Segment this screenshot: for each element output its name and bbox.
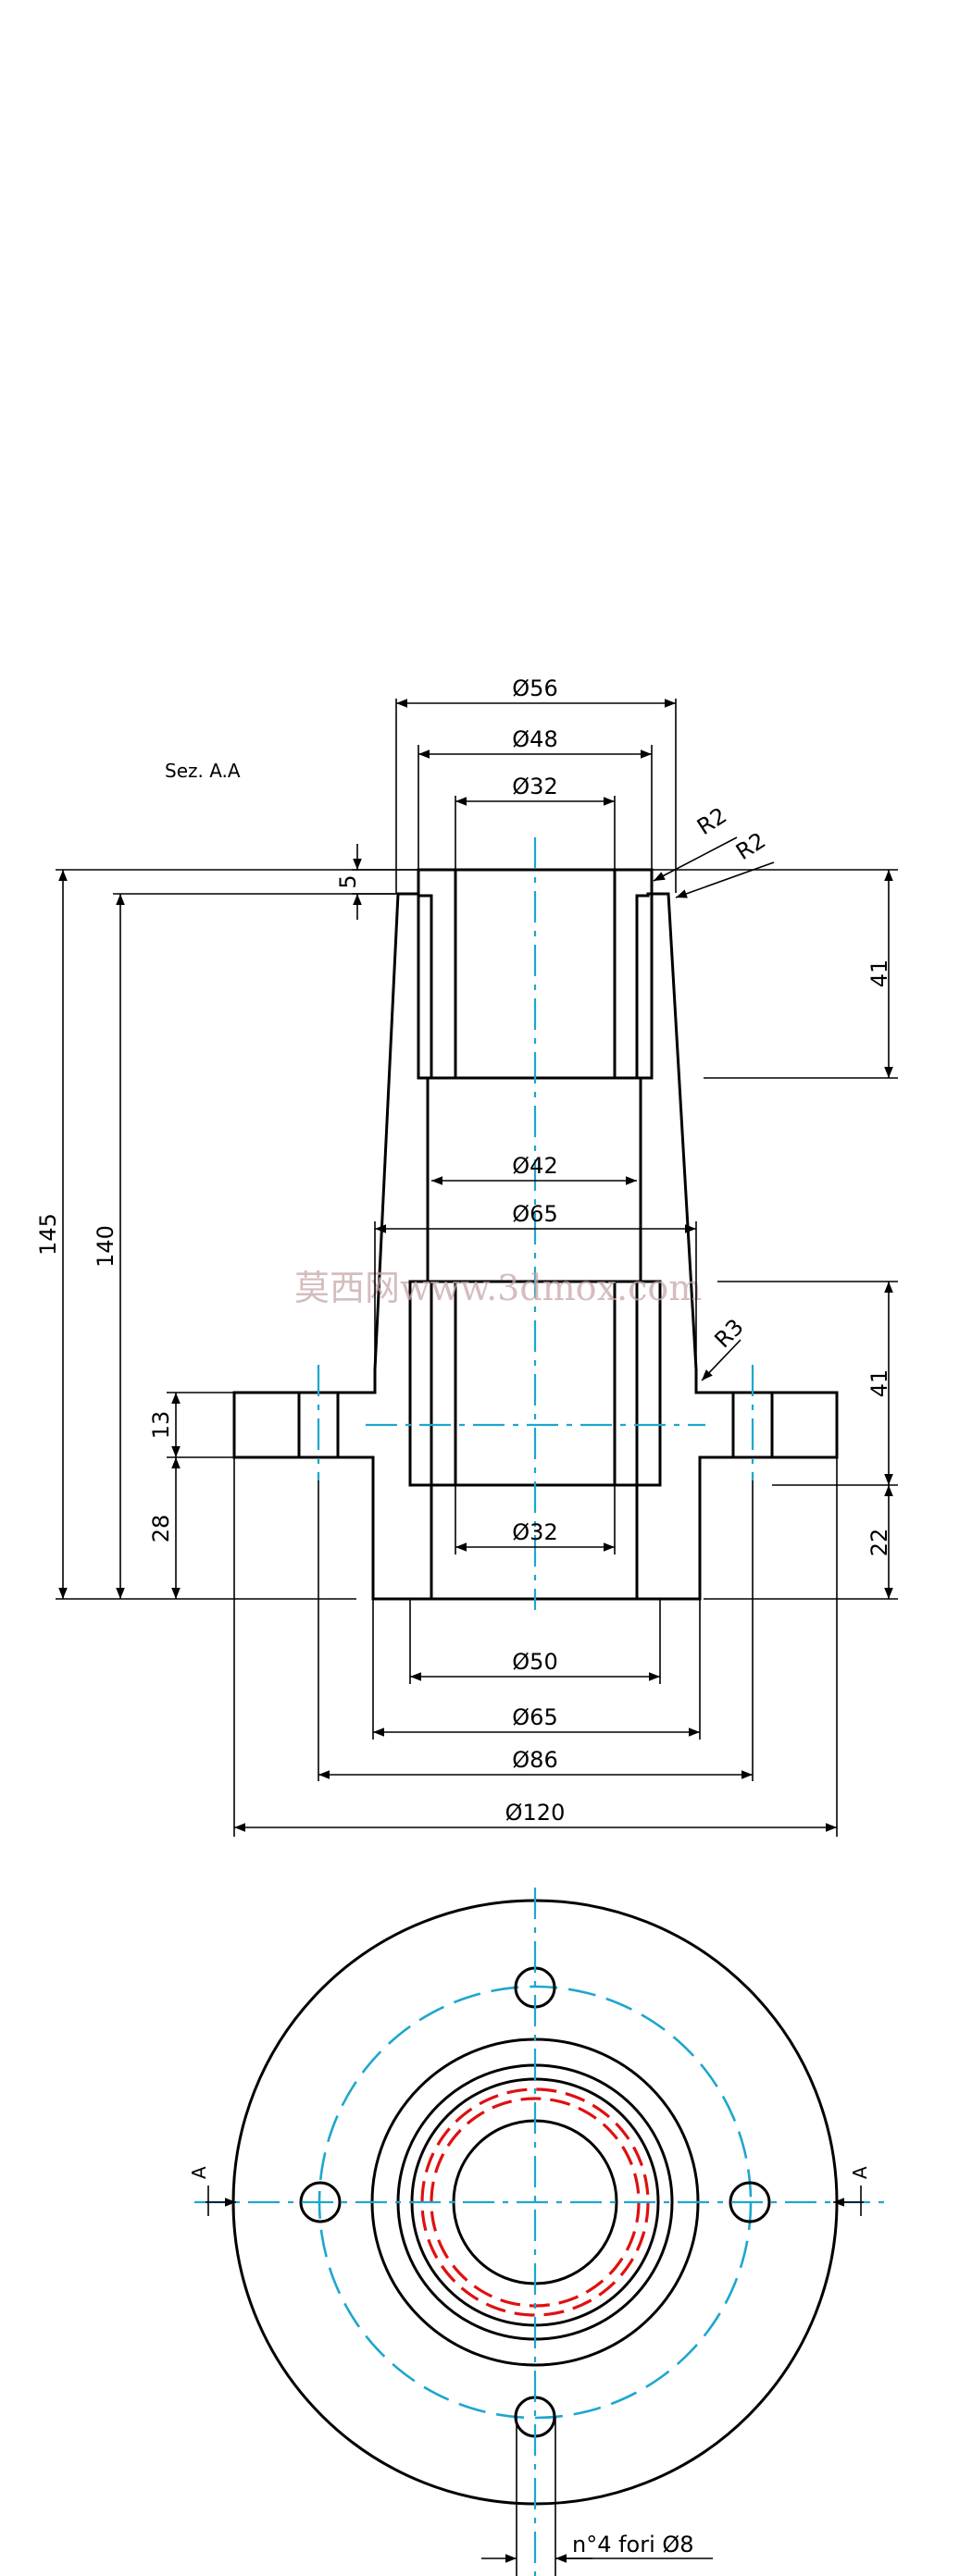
dim-d50: Ø50 bbox=[512, 1649, 557, 1675]
section-marker-left: A bbox=[188, 2166, 210, 2179]
housing-left-section bbox=[336, 892, 433, 1601]
dim-d56: Ø56 bbox=[512, 675, 557, 701]
flange-right bbox=[770, 1391, 839, 1459]
bushing-top-left bbox=[417, 868, 457, 1080]
dim-h41-bottom: 41 bbox=[866, 1369, 892, 1398]
dim-h145: 145 bbox=[35, 1213, 61, 1256]
dim-r2-a: R2 bbox=[692, 802, 731, 840]
watermark: 莫西网www.3dmox.com bbox=[294, 1268, 702, 1308]
dimensions bbox=[56, 699, 898, 1837]
dim-d32-bottom: Ø32 bbox=[512, 1519, 557, 1545]
dim-r2-b: R2 bbox=[731, 827, 770, 865]
section-label: Sez. A.A bbox=[165, 760, 241, 782]
dim-h22: 22 bbox=[866, 1529, 892, 1557]
dim-h13: 13 bbox=[148, 1411, 174, 1440]
dim-d65-mid: Ø65 bbox=[512, 1201, 557, 1227]
bolt-hole-right bbox=[729, 2181, 771, 2223]
section-view bbox=[232, 837, 839, 1610]
dim-d65-bottom: Ø65 bbox=[512, 1704, 557, 1730]
dim-d42: Ø42 bbox=[512, 1153, 557, 1179]
section-marker-right: A bbox=[849, 2166, 871, 2179]
dim-h28: 28 bbox=[148, 1515, 174, 1543]
dim-d32-top: Ø32 bbox=[512, 774, 557, 799]
hole-note: n°4 fori Ø8 bbox=[572, 2532, 694, 2557]
dim-h140: 140 bbox=[93, 1225, 118, 1268]
plan-view bbox=[194, 1888, 884, 2576]
dim-d86: Ø86 bbox=[512, 1747, 557, 1773]
dim-d120: Ø120 bbox=[505, 1800, 566, 1826]
dim-h41-top: 41 bbox=[866, 960, 892, 988]
bolt-hole-left bbox=[299, 2181, 342, 2223]
housing-right-section bbox=[635, 892, 735, 1601]
dim-r3: R3 bbox=[709, 1314, 748, 1353]
flange-left bbox=[232, 1391, 301, 1459]
dim-h5: 5 bbox=[335, 874, 361, 888]
bushing-top-right bbox=[613, 868, 654, 1080]
dim-d48: Ø48 bbox=[512, 726, 557, 752]
